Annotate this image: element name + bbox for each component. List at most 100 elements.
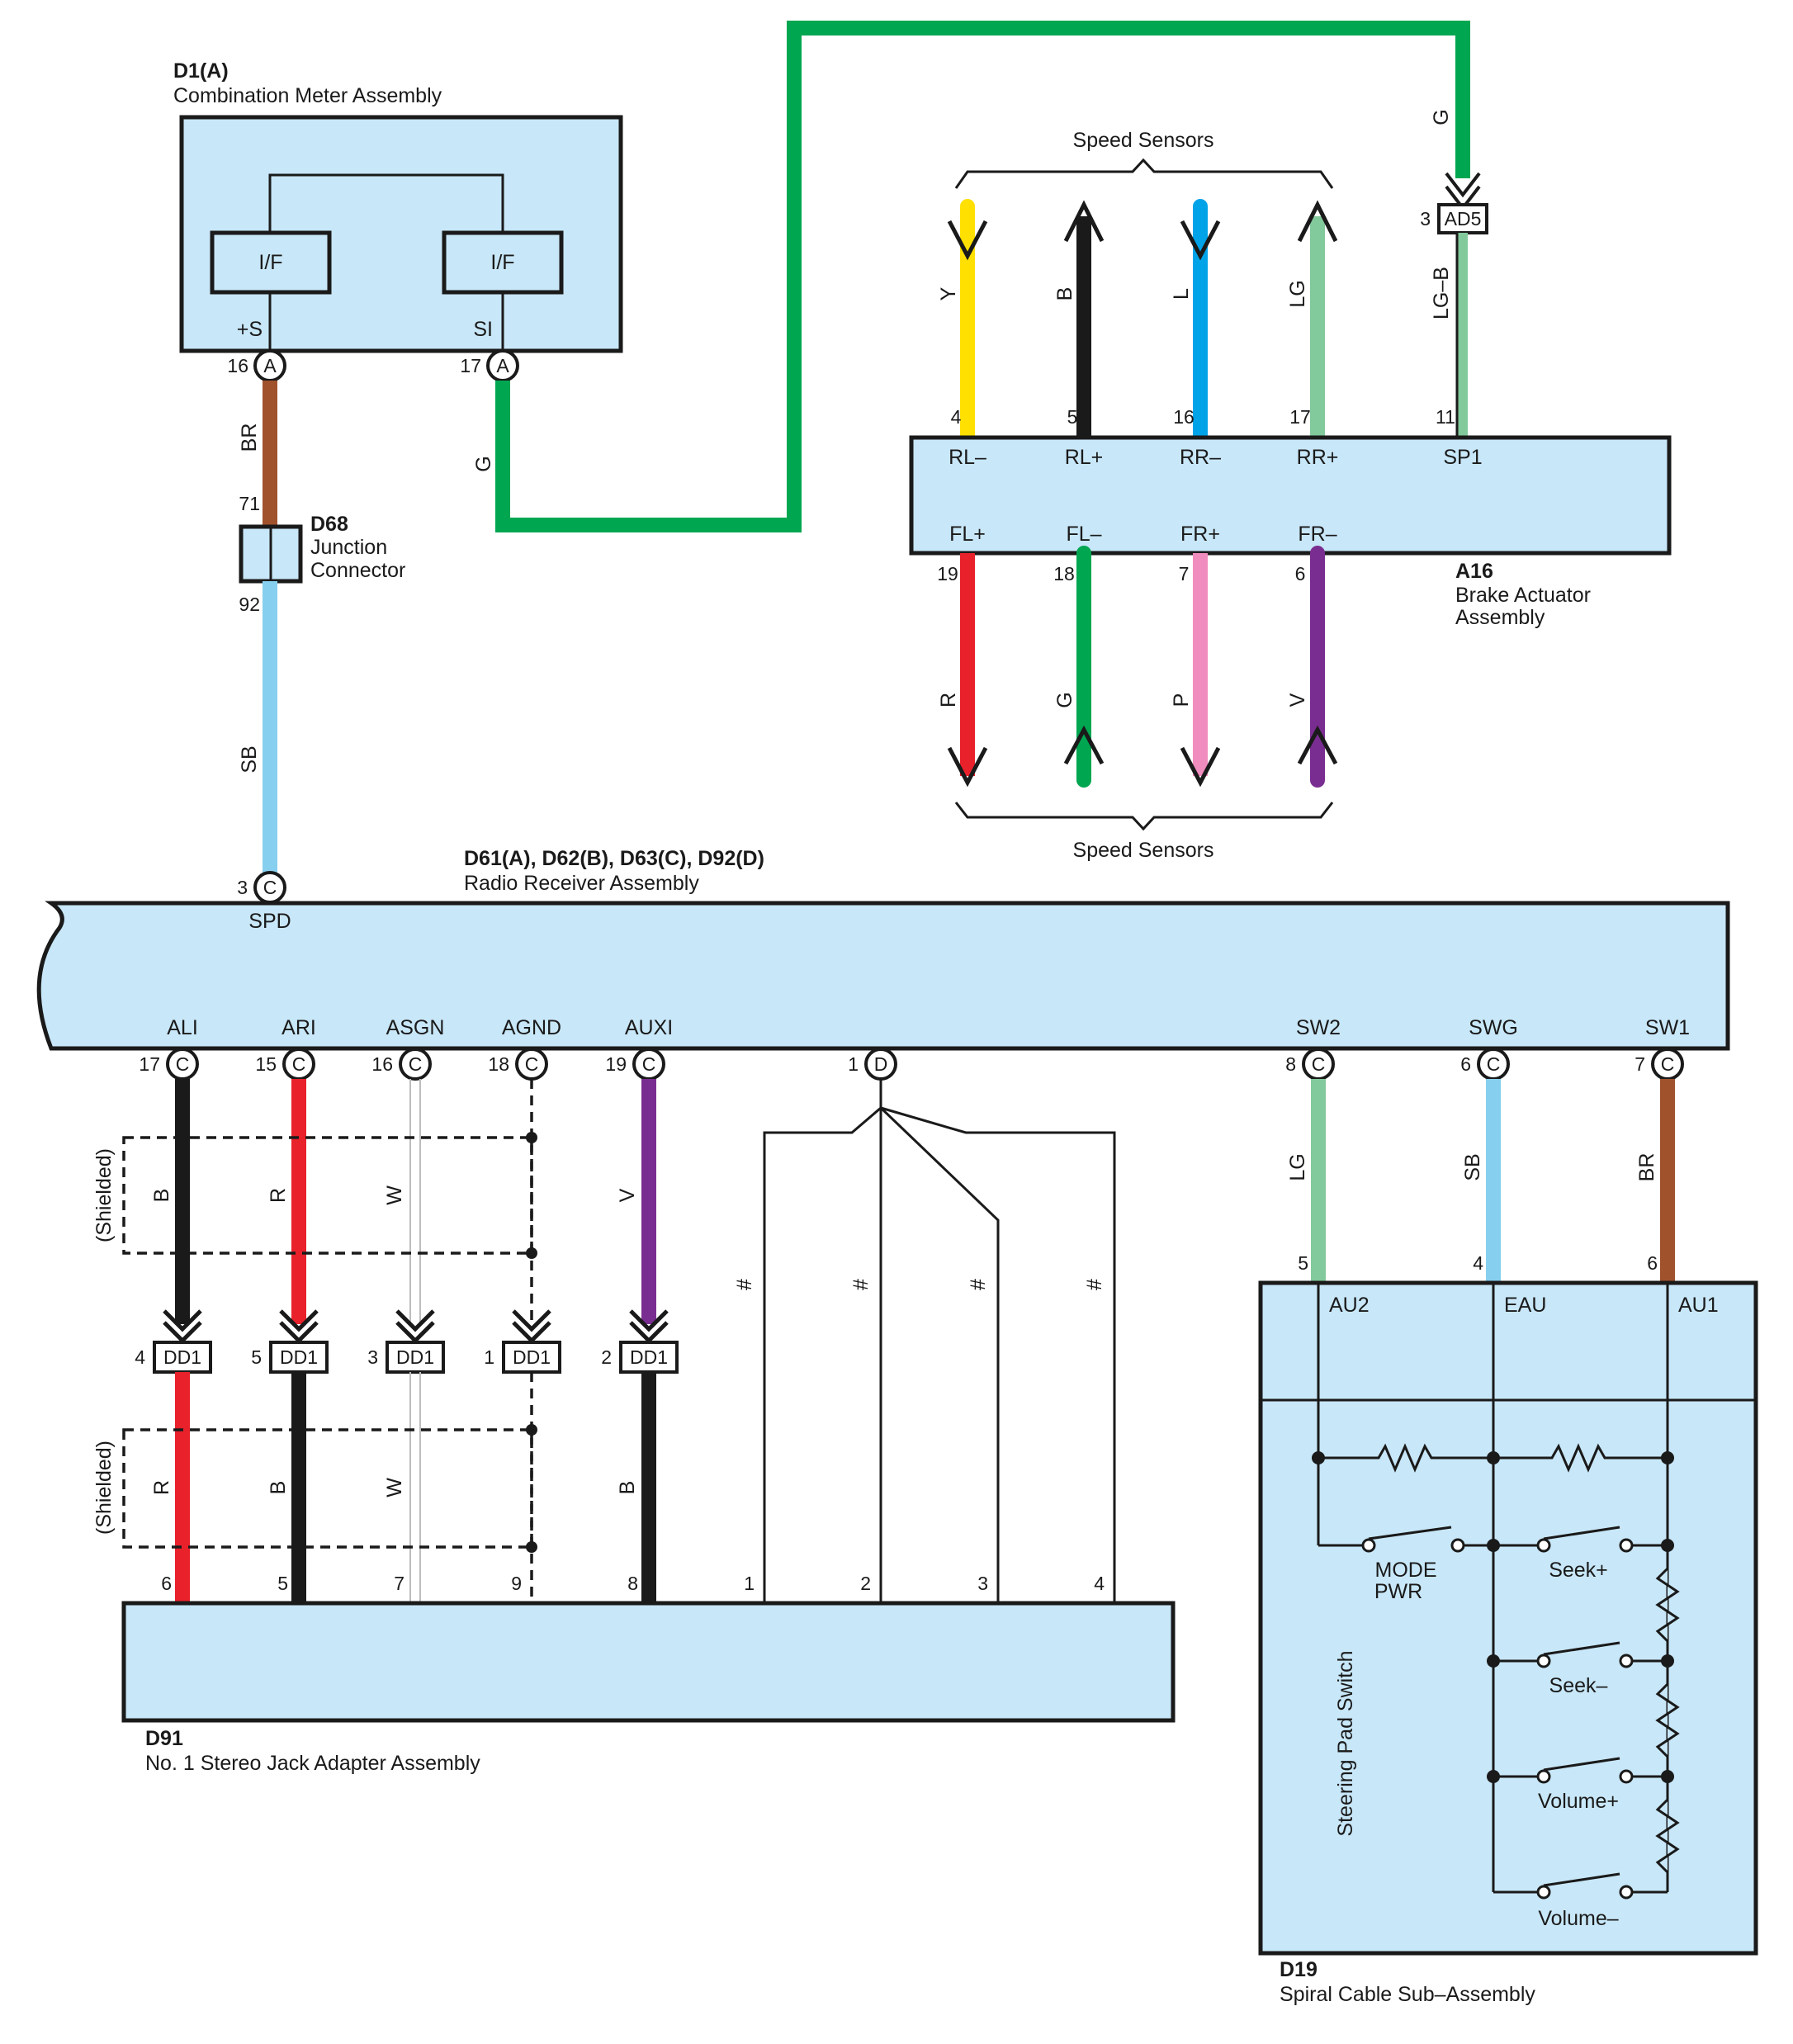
a16-pin-5: 5 — [1067, 406, 1078, 428]
radio-pins: C 17 C 15 C 16 C 18 C 19 D 1 C 8 C 6 C 7 — [139, 1048, 1684, 1081]
d68-name-l2: Connector — [310, 559, 405, 582]
dd1-label-4: DD1 — [513, 1346, 551, 1368]
dd1-pin-2: 2 — [601, 1346, 612, 1368]
wire-lgb-label: LG–B — [1430, 267, 1453, 319]
radio-pin-d1-letter: D — [874, 1053, 888, 1075]
hash-label-3: # — [967, 1279, 990, 1290]
hash-wire-4 — [880, 1106, 1116, 1603]
radio-term-auxi: AUXI — [625, 1016, 673, 1039]
a16-name-l1: Brake Actuator — [1455, 584, 1591, 607]
radio-pin18-letter: C — [525, 1053, 539, 1075]
radio-box — [36, 901, 1730, 1051]
shield-upper-dot-1 — [526, 1132, 537, 1143]
dd1-arrow-3 — [395, 1309, 435, 1344]
d19-vol-plus-contact-1 — [1536, 1769, 1551, 1784]
d68-pin71: 71 — [239, 493, 260, 514]
d91-pin-9: 9 — [511, 1573, 522, 1594]
a16-term-fl-minus: FL– — [1066, 523, 1101, 546]
wire-p-sensor-arrow — [1180, 746, 1221, 788]
wire-label-lower-r: R — [150, 1480, 173, 1495]
connector-ad5: AD5 3 — [1420, 203, 1488, 234]
wire-label-p-sensor: P — [1170, 693, 1193, 707]
d19-resistor-5 — [1655, 1783, 1680, 1885]
radio-pin19: 19 — [605, 1053, 627, 1075]
wire-label-y: Y — [937, 286, 960, 300]
d19-seek-plus-contact-1 — [1536, 1538, 1551, 1553]
d91-pin-6: 6 — [161, 1573, 172, 1594]
d1-pin16-letter: A — [263, 355, 277, 376]
d19-vol-minus-contact-1 — [1536, 1885, 1551, 1900]
d19-seek-plus-label: Seek+ — [1549, 1559, 1608, 1582]
wire-label-upper-w: W — [383, 1185, 406, 1205]
d68-name-l1: Junction — [310, 536, 387, 559]
d1-if-left-label: I/F — [258, 251, 282, 274]
d91-pin-4: 4 — [1094, 1573, 1105, 1594]
radio-pin17: 17 — [139, 1053, 160, 1075]
a16-term-fr-plus: FR+ — [1180, 523, 1220, 546]
wire-label-upper-r: R — [267, 1188, 290, 1203]
wire-lg-top-arrow — [1297, 200, 1338, 243]
dd1-connectors: DD1 DD1 DD1 DD1 DD1 4 5 3 1 2 — [135, 1309, 679, 1374]
d19-mode-blade — [1368, 1526, 1452, 1540]
d19-node-1 — [1487, 1539, 1500, 1552]
radio-pin15: 15 — [255, 1053, 277, 1075]
d1-id: D1(A) — [173, 59, 229, 83]
d1-internal-line — [268, 173, 504, 233]
dd1-box-2 — [269, 1341, 329, 1374]
a16-name-l2: Assembly — [1455, 606, 1545, 629]
a16-term-rl-plus: RL+ — [1065, 446, 1104, 469]
radio-pin6: 6 — [1460, 1053, 1471, 1075]
wire-label-switch-sb: SB — [1461, 1153, 1484, 1181]
d19-vol-minus-label: Volume– — [1538, 1907, 1618, 1930]
a16-id: A16 — [1455, 560, 1493, 583]
d19-mode-label-l2: PWR — [1374, 1580, 1422, 1603]
a16-term-rl-minus: RL– — [949, 446, 986, 469]
radio-pin17-letter: C — [176, 1053, 190, 1075]
a16-pin-18: 18 — [1053, 563, 1075, 584]
a16-pin-17: 17 — [1289, 406, 1311, 428]
a16-term-rr-plus: RR+ — [1297, 446, 1339, 469]
stereo-jack-adapter-assembly: 6 5 7 9 8 1 2 3 4 D91 No. 1 Stereo Jack … — [121, 1573, 1176, 1775]
d19-node-4 — [1661, 1654, 1674, 1668]
d1-term-s-plus: +S — [237, 318, 263, 341]
radio-name: Radio Receiver Assembly — [464, 872, 699, 895]
radio-pin8: 8 — [1285, 1053, 1296, 1075]
d19-node-eau-top — [1487, 1451, 1500, 1464]
sensor-wires-top: Y B L LG — [937, 199, 1338, 445]
shield-upper — [122, 1136, 533, 1255]
radio-to-dd1-wires: B R W V (Shielded) — [92, 1079, 656, 1324]
a16-term-fl-plus: FL+ — [949, 523, 986, 546]
radio-term-sw2: SW2 — [1296, 1016, 1341, 1039]
d91-pin-3: 3 — [977, 1573, 988, 1594]
d1-pin16: 16 — [227, 355, 248, 376]
hash-label-2: # — [849, 1279, 873, 1290]
ad5-pin: 3 — [1420, 208, 1431, 229]
speed-sensors-bottom-label: Speed Sensors — [1073, 839, 1214, 862]
radio-pin15-letter: C — [292, 1053, 306, 1075]
d91-pin-2: 2 — [860, 1573, 871, 1594]
ad5-name: AD5 — [1445, 208, 1482, 229]
d19-id: D19 — [1280, 1958, 1318, 1981]
hash-wire-3 — [879, 1106, 1000, 1603]
d19-vol-plus-contact-2 — [1619, 1769, 1634, 1784]
d19-pin-4: 4 — [1473, 1252, 1483, 1274]
d19-resistor-3 — [1655, 1552, 1680, 1654]
d68-id: D68 — [310, 513, 348, 536]
wire-label-lower-b2: B — [616, 1481, 639, 1495]
dd1-pin-5: 5 — [251, 1346, 262, 1368]
wire-label-g-sensor: G — [1053, 692, 1076, 707]
shield-lower-label: (Shielded) — [92, 1441, 116, 1535]
brake-actuator-assembly: 4 5 16 17 11 RL– RL+ RR– RR+ SP1 FL+ FL–… — [909, 406, 1672, 629]
radio-term-spd: SPD — [248, 910, 291, 933]
d1-if-right-label: I/F — [490, 251, 514, 274]
d19-node-2 — [1661, 1539, 1674, 1552]
dd1-to-d91-wires: R B W B (Shielded) — [92, 1372, 656, 1603]
d91-id: D91 — [145, 1727, 183, 1750]
d91-box — [121, 1601, 1176, 1723]
a16-pin-6: 6 — [1295, 563, 1306, 584]
radio-term-ali: ALI — [167, 1016, 198, 1039]
d19-node-3 — [1487, 1654, 1500, 1668]
radio-pin18: 18 — [488, 1053, 509, 1075]
radio-receiver-assembly: D61(A), D62(B), D63(C), D92(D) Radio Rec… — [36, 847, 1730, 1051]
d1-name: Combination Meter Assembly — [173, 84, 442, 107]
